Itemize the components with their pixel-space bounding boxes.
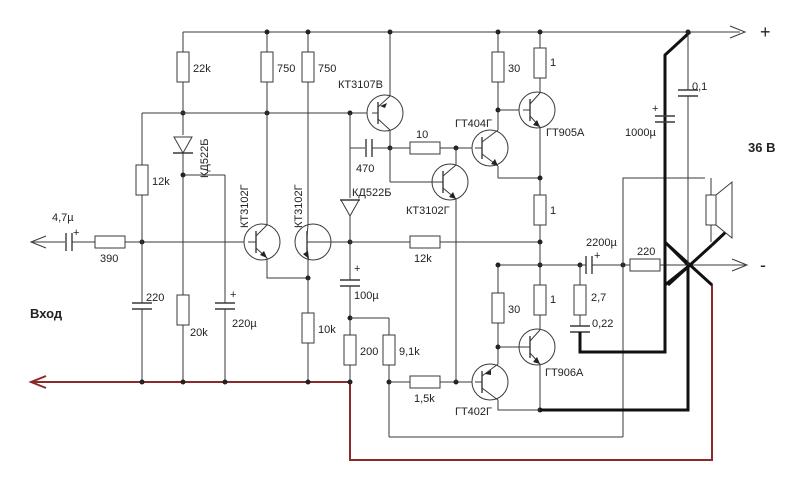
heavy-power-lines	[540, 30, 732, 412]
resistor-30-top	[491, 51, 505, 83]
resistor-2r7	[573, 284, 587, 316]
resistor-200	[343, 334, 357, 366]
label-diode-center: КД522Б	[352, 187, 391, 199]
transistor-gt404g	[471, 129, 509, 167]
label-r1k5: 1,5k	[414, 393, 435, 405]
transistor-q2	[294, 223, 350, 261]
resistor-12k-left	[135, 164, 149, 196]
transistor-gt402g	[471, 363, 509, 401]
capacitor-2200u	[585, 256, 593, 274]
label-q-driver: КТ3102Г	[406, 205, 450, 217]
input-capacitor	[65, 233, 95, 251]
resistor-20k	[176, 294, 190, 326]
resistor-10	[409, 141, 441, 155]
speaker-icon	[705, 180, 733, 240]
label-gt404g: ГТ404Г	[455, 118, 492, 130]
label-r10: 10	[416, 129, 428, 141]
label-c1000u: 1000µ	[625, 127, 656, 139]
diode-left	[173, 136, 193, 155]
resistor-1k5	[409, 375, 441, 389]
resistor-1-mid	[533, 194, 547, 226]
resistor-750-left	[260, 51, 274, 83]
resistor-1-top	[533, 47, 547, 79]
capacitor-0-22	[570, 325, 590, 333]
label-c2200u: 2200µ	[586, 237, 617, 249]
negative-terminal-label: -	[760, 255, 766, 275]
label-r9k1: 9,1k	[399, 346, 420, 358]
label-r12k-left: 12k	[152, 176, 170, 188]
resistor-750-right	[301, 51, 315, 83]
label-r750-left: 750	[277, 63, 295, 75]
capacitor-220u	[215, 302, 235, 310]
label-r20k: 20k	[190, 327, 208, 339]
label-r1-mid: 1	[550, 205, 556, 217]
label-diode-left: КД522Б	[199, 139, 211, 178]
transistor-q1	[243, 223, 281, 261]
input-label: Вход	[30, 306, 63, 321]
label-r30-bottom: 30	[508, 304, 520, 316]
label-c0-1: 0,1	[692, 81, 707, 93]
label-r1-top: 1	[550, 57, 556, 69]
transistor-kt3107v	[366, 94, 404, 132]
input-arrow	[29, 235, 65, 249]
label-r1-bottom: 1	[550, 294, 556, 306]
label-r390: 390	[100, 253, 118, 265]
label-c100u: 100µ	[354, 290, 379, 302]
output-arrow	[690, 258, 749, 272]
transistor-q-driver	[390, 163, 469, 201]
label-r10k: 10k	[318, 324, 336, 336]
resistor-9k1	[382, 334, 396, 366]
label-c-input: 4,7µ	[52, 212, 74, 224]
label-r2r7: 2,7	[591, 292, 606, 304]
label-c470: 470	[356, 163, 374, 175]
label-r30-top: 30	[508, 63, 520, 75]
label-q1: КТ3102Г	[239, 184, 251, 228]
capacitor-470	[365, 139, 373, 157]
label-c-input-plus: +	[73, 227, 79, 239]
label-r200: 200	[360, 346, 378, 358]
resistor-390	[94, 235, 126, 249]
label-c220u-plus: +	[230, 289, 236, 301]
label-c100u-plus: +	[354, 263, 360, 275]
label-kt3107v: КТ3107В	[338, 79, 383, 91]
diode-center	[340, 199, 360, 218]
label-c0-22: 0,22	[592, 318, 613, 330]
label-q2: КТ3102Г	[293, 184, 305, 228]
label-gt906a: ГТ906А	[545, 367, 584, 379]
capacitor-1000u	[655, 115, 675, 123]
supply-voltage-label: 36 В	[748, 140, 775, 155]
label-r750-right: 750	[318, 63, 336, 75]
positive-rail	[183, 25, 747, 39]
label-c2200u-plus: +	[594, 250, 600, 262]
capacitor-100u	[340, 279, 360, 287]
resistor-22k	[176, 51, 190, 83]
label-r22k: 22k	[193, 63, 211, 75]
label-gt905a: ГТ905А	[546, 127, 585, 139]
label-gt402g: ГТ402Г	[455, 406, 492, 418]
resistor-220-output	[629, 258, 661, 272]
label-c1000u-plus: +	[652, 103, 658, 115]
resistor-10k	[301, 312, 315, 344]
resistor-30-bottom	[491, 292, 505, 324]
positive-terminal-label: +	[760, 22, 771, 42]
label-r220: 220	[637, 246, 655, 258]
label-c220: 220	[146, 292, 164, 304]
resistor-12k-feedback	[409, 235, 441, 249]
label-c220u: 220µ	[232, 318, 257, 330]
resistor-1-bottom	[533, 284, 547, 316]
transistor-gt906a	[518, 328, 556, 366]
transistor-gt905a	[518, 91, 556, 129]
label-r12k-feedback: 12k	[414, 253, 432, 265]
